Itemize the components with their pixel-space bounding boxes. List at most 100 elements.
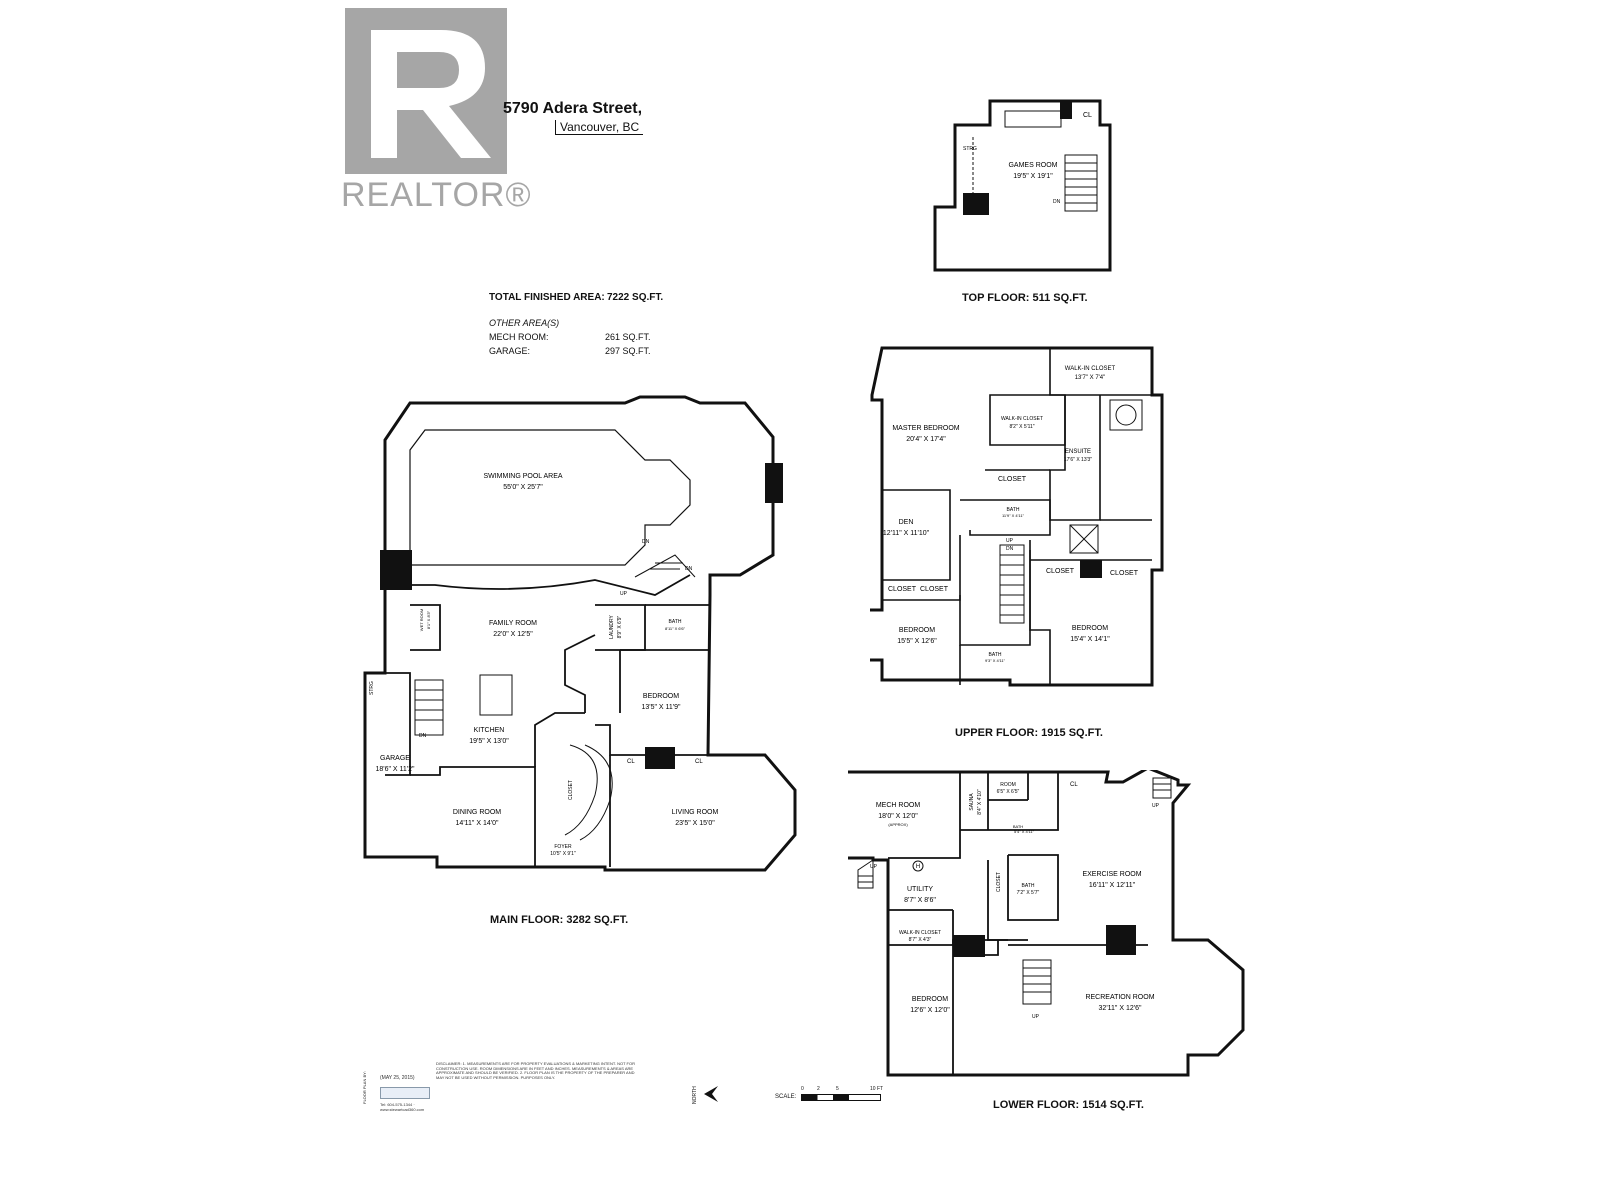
- main-floor-title: MAIN FLOOR: 3282 SQ.FT.: [490, 914, 629, 926]
- upper-bedroom2-name: BEDROOM: [1072, 625, 1108, 632]
- scale-bar: SCALE: 0 2 5 10 FT: [775, 1086, 885, 1116]
- kitchen-island: [479, 674, 513, 716]
- company-contact: Tel: 604-575-1344 · www.stewartcad360.co…: [380, 1102, 425, 1112]
- company-logo-icon: [380, 1087, 430, 1099]
- foyer-dim: 10'5" X 9'1": [550, 851, 576, 857]
- garage-name: GARAGE: [380, 755, 410, 762]
- main-dn-2: DN: [685, 566, 693, 572]
- disclaimer-text: DISCLAIMER: 1. MEASUREMENTS ARE FOR PROP…: [436, 1062, 635, 1080]
- main-closet-label: CLOSET: [568, 780, 574, 800]
- lower-bath1-dim: 5'4" X 4'11": [1014, 829, 1035, 834]
- main-floor-plan: SWIMMING POOL AREA 55'0" X 25'7" FAMILY …: [363, 395, 797, 872]
- top-strg-label: STRG: [963, 146, 977, 152]
- dining-room-name: DINING ROOM: [453, 809, 501, 816]
- area-summary: TOTAL FINISHED AREA: 7222 SQ.FT. OTHER A…: [489, 292, 669, 362]
- upper-bath2-name: BATH: [989, 652, 1002, 658]
- upper-walkin1-name: WALK-IN CLOSET: [1065, 366, 1116, 372]
- kitchen-dim: 19'5" X 13'0": [469, 738, 509, 745]
- den-name: DEN: [899, 519, 914, 526]
- main-fireplace: [765, 463, 783, 503]
- lower-heater-icon: [912, 860, 924, 872]
- upper-bath1-name: BATH: [1007, 507, 1020, 513]
- upper-closet-c: CLOSET: [920, 586, 949, 593]
- garage-value: 297 SQ.FT.: [605, 346, 651, 356]
- floor-plan-credit-text: FLOOR PLAN BY:: [362, 1071, 367, 1104]
- lower-stairs-1: [1022, 959, 1052, 1005]
- lower-floor-plan: H MECH ROOM 18'0" X 12'0" (APPROX) SAUNA…: [848, 770, 1245, 1077]
- realtor-logo-box: [345, 8, 507, 174]
- master-bedroom-name: MASTER BEDROOM: [892, 425, 959, 432]
- scale-bar-graphic: [801, 1094, 881, 1101]
- mech-room-value: 261 SQ.FT.: [605, 332, 651, 342]
- lower-chimney-2: [1106, 925, 1136, 955]
- realtor-wordmark: REALTOR®: [341, 176, 532, 214]
- upper-bath1-dim: 11'9" X 4'11": [1002, 513, 1025, 518]
- upper-bath2-dim: 9'3" X 4'11": [985, 658, 1006, 663]
- upper-bedroom1-name: BEDROOM: [899, 627, 935, 634]
- living-room-dim: 23'5" X 15'0": [675, 820, 715, 827]
- foyer-name: FOYER: [554, 844, 572, 850]
- upper-floor-plan: WALK-IN CLOSET 13'7" X 7'4" MASTER BEDRO…: [870, 346, 1164, 687]
- upper-stairs: [999, 544, 1025, 624]
- main-pool-chimney: [380, 550, 412, 590]
- ensuite-name: ENSUITE: [1065, 449, 1091, 455]
- top-stairs: [1064, 154, 1098, 212]
- mech-room-dim: 18'0" X 12'0": [878, 813, 918, 820]
- upper-tub: [1109, 399, 1143, 431]
- upper-closet-a: CLOSET: [998, 476, 1027, 483]
- main-interior-walls: [384, 574, 710, 867]
- sauna-dim: 8'4" X 4'10": [977, 789, 983, 815]
- lower-bath1-name: BATH: [1013, 824, 1023, 829]
- lower-bath2-name: BATH: [1022, 883, 1035, 889]
- main-dn-1: DN: [642, 539, 650, 545]
- garage-label: GARAGE:: [489, 346, 531, 356]
- recreation-room-dim: 32'11" X 12'6": [1099, 1005, 1142, 1012]
- lower-bedroom-name: BEDROOM: [912, 996, 948, 1003]
- laundry-name: LAUNDRY: [609, 614, 615, 638]
- main-stairs-garage: [414, 679, 444, 736]
- lower-stairs-3: [857, 859, 874, 889]
- lower-room-name: ROOM: [1000, 782, 1016, 788]
- lower-bedroom-dim: 12'6" X 12'0": [910, 1007, 950, 1014]
- upper-walkin2-name: WALK-IN CLOSET: [1001, 416, 1043, 422]
- main-bedroom-dim: 13'5" X 11'9": [641, 704, 681, 711]
- lower-stairs-2: [1152, 777, 1172, 799]
- pool-area-name: SWIMMING POOL AREA: [483, 473, 562, 480]
- scale-tick-0: 0: [801, 1086, 804, 1092]
- realtor-r-logo-icon: [345, 8, 507, 174]
- lower-heater-label: H: [916, 864, 920, 870]
- mech-room-note: (APPROX): [888, 822, 908, 827]
- lower-floor-walls: [848, 770, 1245, 1077]
- lower-walkin-dim: 8'7" X 4'3": [909, 937, 932, 943]
- north-indicator: NORTH: [692, 1080, 722, 1110]
- pool-area-dim: 55'0" X 25'7": [503, 484, 543, 491]
- games-room-dim: 19'5" X 19'1": [1013, 173, 1053, 180]
- top-floor-title: TOP FLOOR: 511 SQ.FT.: [962, 292, 1088, 304]
- sauna-name: SAUNA: [969, 793, 975, 811]
- exercise-room-dim: 16'11" X 12'11": [1089, 882, 1136, 889]
- floor-plan-credit: FLOOR PLAN BY:: [362, 1060, 378, 1104]
- top-floor-plan: CL STRG DN GAMES ROOM 19'5" X 19'1": [933, 99, 1112, 272]
- games-room-name: GAMES ROOM: [1008, 162, 1057, 169]
- family-room-name: FAMILY ROOM: [489, 620, 537, 627]
- upper-up-label: UP: [1006, 538, 1014, 544]
- lower-cl-label: CL: [1070, 782, 1078, 788]
- main-living-fireplace: [645, 747, 675, 769]
- kitchen-name: KITCHEN: [474, 727, 505, 734]
- mech-room-name: MECH ROOM: [876, 802, 921, 809]
- north-label: NORTH: [692, 1086, 698, 1104]
- upper-shower: [1069, 524, 1099, 554]
- lower-floor-title: LOWER FLOOR: 1514 SQ.FT.: [993, 1099, 1144, 1111]
- mech-room-label: MECH ROOM:: [489, 332, 549, 342]
- upper-floor-title: UPPER FLOOR: 1915 SQ.FT.: [955, 727, 1103, 739]
- laundry-dim: 8'9" X 6'9": [617, 615, 623, 638]
- upper-closet-d: CLOSET: [1046, 568, 1075, 575]
- lower-up-3: UP: [870, 864, 878, 870]
- lower-up-2: UP: [1152, 803, 1160, 809]
- main-bath-dim: 8'11" X 6'6": [665, 626, 686, 631]
- main-strg-label: STRG: [369, 681, 375, 695]
- garage-dim: 18'6" X 11'2": [375, 766, 415, 773]
- upper-dn-label: DN: [1006, 546, 1014, 552]
- master-bedroom-dim: 20'4" X 17'4": [906, 436, 946, 443]
- dining-room-dim: 14'11" X 14'0": [456, 820, 499, 827]
